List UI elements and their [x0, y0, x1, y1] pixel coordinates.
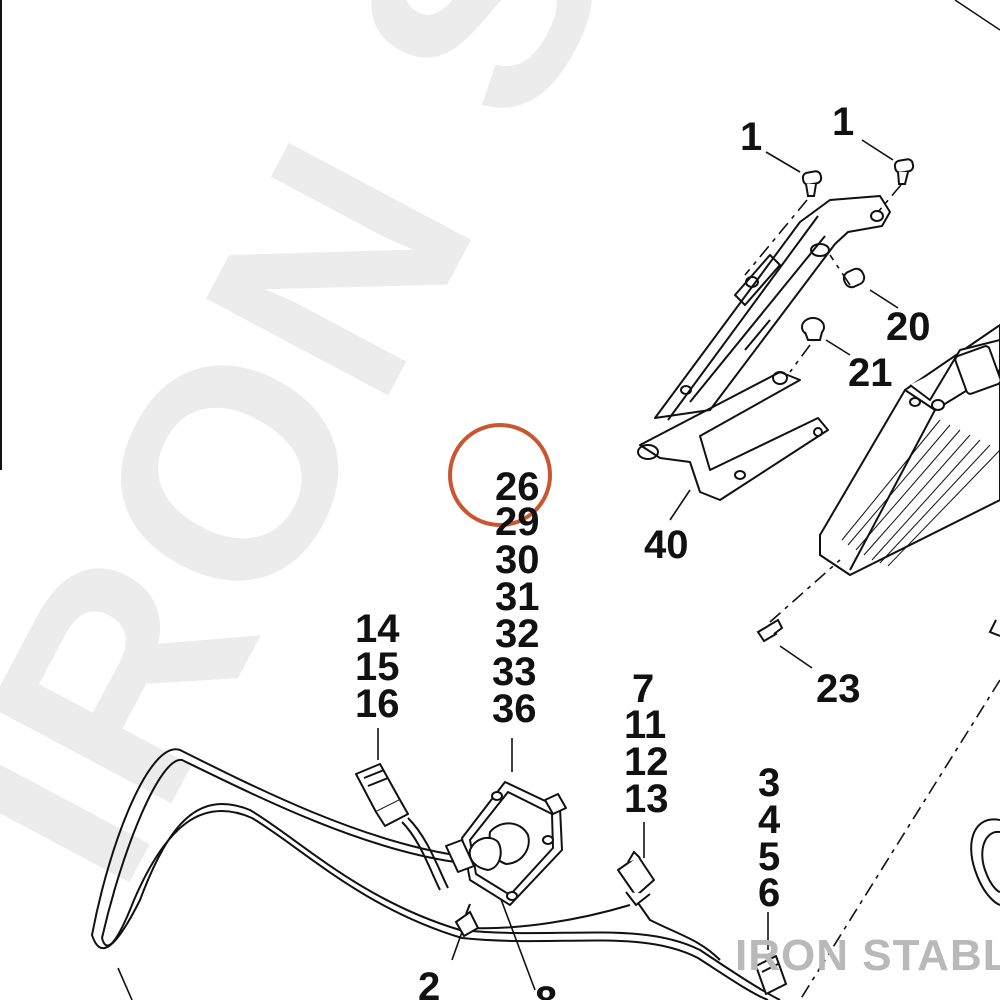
mounting-dash-lines	[744, 184, 1000, 1000]
partial-right-component	[970, 619, 1000, 906]
ignition-switch	[445, 781, 567, 906]
callout-partial-bottom: 8	[535, 979, 557, 1000]
callout-stack-14: 14	[355, 607, 400, 651]
callout-stack-3: 3	[758, 761, 780, 805]
highlight-circle	[448, 423, 552, 527]
callout-stack-16: 16	[355, 682, 400, 726]
callout-stack-13: 13	[624, 777, 669, 821]
callout-stack-15: 15	[355, 645, 400, 689]
callout-labels: 1 1 20 21 40 23 26 29 30 31 32 33 36 14 …	[355, 100, 931, 1000]
harness-connector-a	[355, 763, 409, 827]
callout-stack-11: 11	[624, 703, 666, 747]
rubber-plug	[801, 317, 825, 341]
callout-stack-26: 26	[495, 465, 540, 509]
bracket-bolt-left	[801, 170, 823, 197]
frame-top-arc	[954, 0, 1000, 31]
callout-stack-12: 12	[624, 740, 669, 784]
watermark-corner-text: IRON STABLE	[735, 931, 1000, 980]
callout-stack-32: 32	[495, 612, 540, 656]
callout-mounting-bracket: 40	[644, 523, 689, 567]
callout-stack-30: 30	[495, 538, 540, 582]
harness-connector-c	[755, 955, 787, 995]
callout-stack-36: 36	[492, 687, 537, 731]
callout-harness-clip: 2	[418, 965, 440, 1000]
callout-stack-6: 6	[758, 871, 780, 915]
callout-grommet: 20	[886, 305, 931, 349]
harness-clip	[454, 903, 480, 938]
callout-bracket-bolt-left: 1	[740, 115, 762, 159]
callout-stack-4: 4	[758, 798, 781, 842]
callout-stack-5: 5	[758, 835, 780, 879]
callout-stack-33: 33	[492, 650, 537, 694]
mounting-bracket	[637, 195, 891, 501]
callout-module-screw: 23	[816, 667, 861, 711]
wiring-harness	[91, 748, 781, 1000]
control-module	[819, 324, 1000, 576]
callout-stack-7: 7	[632, 667, 654, 711]
callout-stack-31: 31	[495, 575, 540, 619]
harness-connector-b	[617, 851, 655, 906]
callout-rubber-plug: 21	[848, 351, 893, 395]
module-screw	[756, 618, 784, 643]
callout-bracket-bolt-right: 1	[832, 100, 854, 144]
bracket-bolt-right	[893, 158, 915, 185]
